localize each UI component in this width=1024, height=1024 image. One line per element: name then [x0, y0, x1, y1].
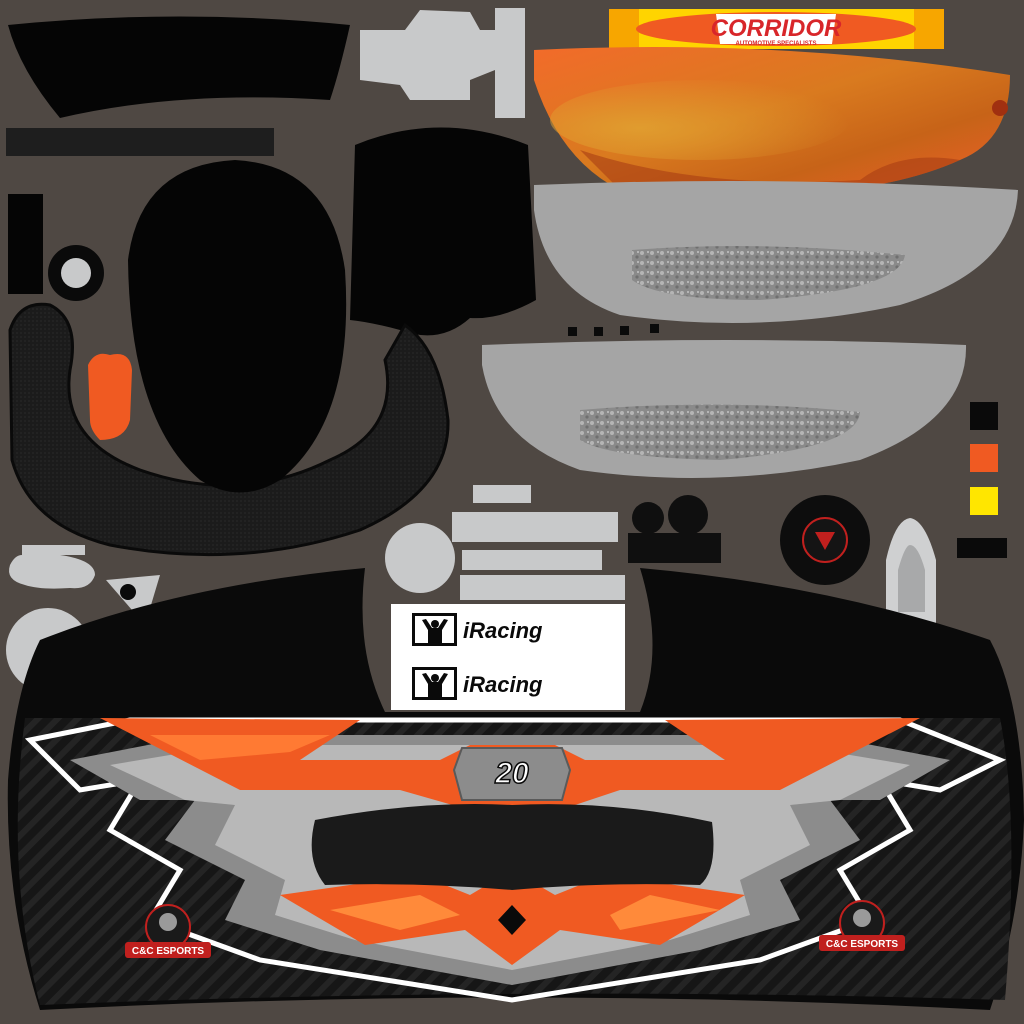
gray-tab [460, 575, 625, 600]
team-logo-left: C&C ESPORTS [125, 904, 211, 958]
color-swatch-black [970, 402, 998, 430]
iracing-logo-bottom: iRacing [463, 672, 543, 697]
dark-strip [6, 128, 274, 156]
corridor-sponsor-banner: CORRIDOR AUTOMOTIVE SPECIALISTS [609, 9, 944, 49]
color-swatch-yellow [970, 487, 998, 515]
iracing-decal-block: iRacing iRacing [391, 604, 625, 710]
car-number: 20 [494, 757, 529, 790]
gray-tab [452, 512, 618, 542]
sponsor-banner-subtext: AUTOMOTIVE SPECIALISTS [736, 41, 817, 47]
color-swatch-black-bar [957, 538, 1007, 558]
color-swatch-orange [970, 444, 998, 472]
gray-disc [385, 523, 455, 593]
bracket-hole [120, 584, 136, 600]
black-strip-vertical [8, 194, 43, 294]
gray-clip-piece [9, 545, 95, 589]
team-logo-right: C&C ESPORTS [819, 900, 905, 951]
orange-liner-tag [88, 353, 132, 440]
visor-hardware-part [360, 8, 525, 118]
vent-marker [594, 327, 603, 336]
chin-strap-black-panel [8, 16, 350, 118]
team-logo-right-text: C&C ESPORTS [826, 939, 899, 950]
ring-center [61, 258, 91, 288]
helmet-shell-livery: 20 [7, 568, 1024, 1010]
sponsor-banner-text: CORRIDOR [711, 15, 842, 42]
vent-marker [568, 327, 577, 336]
gray-tab [473, 485, 531, 503]
helmet-liner-knit [8, 302, 450, 557]
clear-visor-lower [482, 340, 967, 478]
clear-visor-upper [534, 181, 1018, 323]
head-pad-black [128, 160, 347, 493]
vent-marker [650, 324, 659, 333]
gray-shield-inner [898, 545, 925, 612]
vent-marker [620, 326, 629, 335]
gray-tab [462, 550, 602, 570]
team-logo-left-text: C&C ESPORTS [132, 946, 205, 957]
iracing-logo-top: iRacing [463, 618, 543, 643]
black-vent-pieces [628, 495, 721, 563]
chin-guard-black [350, 127, 536, 336]
side-pod-disc [780, 495, 870, 585]
